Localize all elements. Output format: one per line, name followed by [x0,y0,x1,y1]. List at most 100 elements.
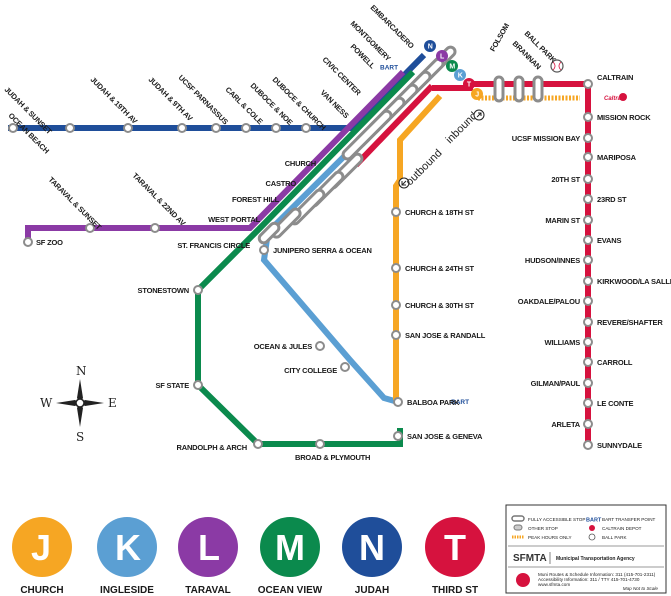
stop-marin[interactable] [583,215,593,225]
badge-m[interactable]: M OCEAN VIEW [258,517,323,596]
stop-church-30th[interactable] [391,300,401,310]
badge-m-letter: M [275,527,305,568]
stop-church-24th[interactable] [391,263,401,273]
stop-mission-rock[interactable] [583,112,593,122]
stop-broad-plymouth[interactable] [315,439,325,449]
bart-label-civic: BART [380,65,398,72]
stop-duboce-church[interactable] [301,123,311,133]
stop-arleta[interactable] [583,419,593,429]
stop-ocean-jules[interactable] [315,341,325,351]
stop-23rd[interactable] [583,194,593,204]
stop-sf-zoo[interactable] [23,237,33,247]
badge-t[interactable]: T THIRD ST [425,517,485,596]
baseball-stitch-icon [552,61,562,71]
direction-indicator: outbound inbound [398,109,485,189]
label-san-jose-geneva: SAN JOSE & GENEVA [407,432,483,441]
line-badges: J CHURCH K INGLESIDE L TARAVAL M OCEAN V… [12,517,485,596]
stop-taraval-sunset[interactable] [85,223,95,233]
stop-duboce-noe[interactable] [271,123,281,133]
label-st-francis: ST. FRANCIS CIRCLE [177,241,250,250]
stop-junipero-serra[interactable] [259,245,269,255]
bart-label-balboa: BART [451,399,469,406]
badge-k[interactable]: K INGLESIDE [97,517,157,596]
badge-small-m [446,60,458,72]
badge-small-m-letter: M [449,64,455,71]
stop-hudson[interactable] [583,255,593,265]
stop-judah-19th[interactable] [123,123,133,133]
legend-other-stop: OTHER STOP [528,526,558,531]
stop-randolph-arch[interactable] [253,439,263,449]
badge-n[interactable]: N JUDAH [342,517,402,596]
stop-judah-sunset[interactable] [65,123,75,133]
badge-small-n [424,40,436,52]
badge-j[interactable]: J CHURCH [12,517,72,596]
label-duboce-church: DUBOCE & CHURCH [271,75,328,132]
stop-san-jose-geneva[interactable] [393,431,403,441]
label-mission-rock: MISSION ROCK [597,113,651,122]
stop-balboa-park[interactable] [393,397,403,407]
stop-ocean-beach[interactable] [8,123,18,133]
label-ucsf-mission-bay: UCSF MISSION BAY [512,134,580,143]
badge-n-name: JUDAH [355,585,389,596]
label-arleta: ARLETA [551,420,580,429]
stop-sf-state[interactable] [193,380,203,390]
stop-mariposa[interactable] [583,152,593,162]
badge-m-circle [260,517,320,577]
stop-evans[interactable] [583,235,593,245]
label-castro: CASTRO [266,179,297,188]
label-sunnydale: SUNNYDALE [597,441,642,450]
legend-brand: SFMTA [513,553,547,564]
stop-gilman[interactable] [583,378,593,388]
stop-revere[interactable] [583,317,593,327]
stop-ucsf-parnassus[interactable] [211,123,221,133]
line-k-ingleside [260,75,426,405]
bart-icon-civic: BART [380,63,398,72]
label-church-18th: CHURCH & 18TH ST [405,208,475,217]
line-l-taraval [25,69,406,242]
label-evans: EVANS [597,236,621,245]
label-oakdale: OAKDALE/PALOU [518,297,580,306]
legend-scale: Map Not to Scale [623,586,659,591]
label-balboa-park: BALBOA PARK [407,398,460,407]
legend-other-stop-icon [513,524,523,531]
stop-church-18th[interactable] [391,207,401,217]
stop-oakdale[interactable] [583,296,593,306]
label-gilman: GILMAN/PAUL [531,379,581,388]
stop-city-college[interactable] [340,362,350,372]
stop-kirkwood[interactable] [583,276,593,286]
subway-station-bars [257,45,544,245]
stop-sunnydale[interactable] [583,440,593,450]
label-mariposa: MARIPOSA [597,153,637,162]
outbound-label: outbound [404,147,445,188]
legend-ballpark-icon [588,533,596,541]
stop-ucsf-mission-bay[interactable] [583,133,593,143]
legend-caltrain-depot: CALTRAIN DEPOT [602,526,642,531]
stop-carl-cole[interactable] [241,123,251,133]
badge-l-name: TARAVAL [185,585,231,596]
stop-san-jose-randall[interactable] [391,330,401,340]
badge-j-name: CHURCH [20,585,63,596]
label-23rd: 23RD ST [597,195,627,204]
stop-williams[interactable] [583,337,593,347]
label-junipero-serra: JUNIPERO SERRA & OCEAN [273,246,372,255]
label-van-ness: VAN NESS [319,88,351,120]
label-judah-19th: JUDAH & 19TH AV [89,75,140,126]
badge-m-name: OCEAN VIEW [258,585,323,596]
stop-20th[interactable] [583,174,593,184]
badge-k-circle [97,517,157,577]
legend-peak-hours: PEAK HOURS ONLY [528,535,572,540]
badge-small-n-letter: N [428,44,433,51]
label-taraval-sunset: TARAVAL & SUNSET [47,175,104,232]
badge-small-t-letter: T [467,82,472,89]
stop-stonestown[interactable] [193,285,203,295]
stop-carroll[interactable] [583,357,593,367]
stop-caltrain[interactable] [583,79,593,89]
label-church-24th: CHURCH & 24TH ST [405,264,475,273]
label-west-portal: WEST PORTAL [208,215,260,224]
badge-l[interactable]: L TARAVAL [178,517,238,596]
stop-taraval-22nd[interactable] [150,223,160,233]
stop-judah-9th[interactable] [177,123,187,133]
label-city-college: CITY COLLEGE [284,366,337,375]
stop-le-conte[interactable] [583,398,593,408]
